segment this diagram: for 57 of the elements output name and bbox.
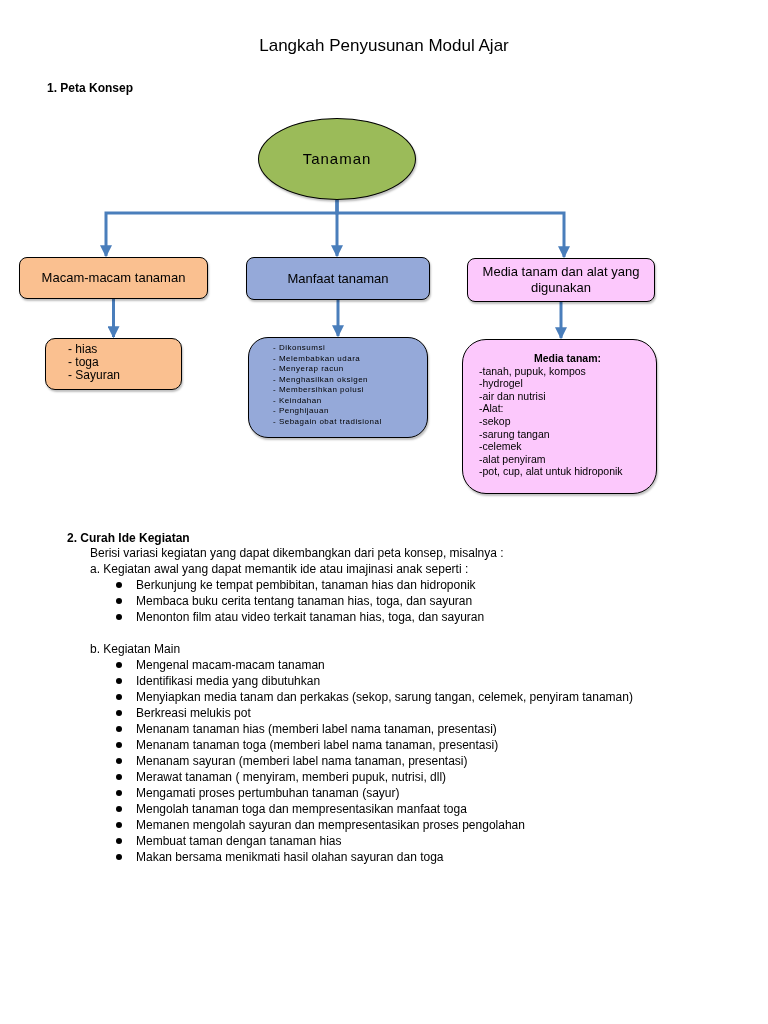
concept-box	[19, 257, 208, 299]
list-item: -sekop	[479, 414, 511, 428]
node-label: Macam-macam tanaman	[41, 270, 186, 286]
list-item: - Membersihkan polusi	[273, 385, 364, 396]
text-line: Makan bersama menikmati hasil olahan sayuran dan toga	[136, 850, 444, 864]
list-item: - Sebagain obat tradisional	[273, 416, 382, 427]
text-line: Mengolah tanaman toga dan mempresentasikan manfaat toga	[136, 802, 467, 816]
list-item: -sarung tangan	[479, 427, 550, 441]
concept-box	[467, 258, 655, 302]
list-item: -hydrogel	[479, 377, 523, 390]
text-line: Berisi variasi kegiatan yang dapat dikembangkan dari peta konsep, misalnya :	[90, 546, 504, 560]
text-line: Menanam sayuran (memberi label nama tanaman, presentasi)	[136, 754, 468, 768]
list-item: -air dan nutrisi	[479, 389, 546, 403]
list-item: - Melembabkan udara	[273, 353, 361, 364]
list-item: - Penghijauan	[273, 406, 329, 417]
node-label: Manfaat tanaman	[287, 270, 389, 287]
list-item: - toga	[68, 356, 99, 369]
arrow	[335, 200, 570, 259]
list-item: - Sayuran	[68, 369, 121, 382]
concept-box	[45, 338, 182, 390]
list-item: -alat penyiram	[479, 452, 546, 466]
list-item: - Keindahan	[273, 395, 322, 406]
text-line: Membuat taman dengan tanaman hias	[136, 834, 342, 848]
node-label: Media tanam dan alat yang digunakan	[481, 264, 641, 296]
concept-box	[462, 339, 657, 494]
text-line: Menanam tanaman hias (memberi label nama tanaman, presentasi)	[136, 722, 497, 736]
text-line: Menyiapkan media tanam dan perkakas (sekop, sarung tangan, celemek, penyiram tanaman)	[136, 690, 633, 704]
list-item: - Dikonsumsi	[273, 343, 326, 354]
list-item: - Menyerap racun	[273, 364, 344, 375]
text-line: Menonton film atau video terkait tanaman hias, toga, dan sayuran	[136, 610, 485, 624]
list-item: -Alat:	[479, 402, 504, 415]
text-line: Identifikasi media yang dibutuhkan	[136, 674, 321, 688]
list-item: -tanah, pupuk, kompos	[479, 364, 586, 378]
concept-box	[246, 257, 430, 300]
text-line: Membaca buku cerita tentang tanaman hias, toga, dan sayuran	[136, 594, 473, 608]
node-label: Tanaman	[302, 151, 372, 167]
list-item: -celemek	[479, 440, 522, 453]
list-item: - Menghasilkan oksigen	[273, 374, 369, 385]
text-line: Berkreasi melukis pot	[136, 706, 251, 720]
concept-box	[248, 337, 428, 438]
text-line: Menanam tanaman toga (memberi label nama tanaman, presentasi)	[136, 738, 499, 752]
text-line: Memanen mengolah sayuran dan mempresentasikan proses pengolahan	[136, 818, 525, 832]
text-line: Berkunjung ke tempat pembibitan, tanaman hias dan hidroponik	[136, 578, 476, 592]
text-line: Merawat tanaman ( menyiram, memberi pupuk, nutrisi, dll)	[136, 770, 447, 784]
arrow	[107, 299, 120, 339]
arrow	[332, 300, 344, 338]
text-line: a. Kegiatan awal yang dapat memantik ide atau imajinasi anak seperti :	[90, 562, 469, 576]
text-line: Mengenal macam-macam tanaman	[136, 658, 325, 672]
section-heading: 1. Peta Konsep	[47, 81, 134, 95]
text-line: b. Kegiatan Main	[90, 642, 181, 656]
text-line: Mengamati proses pertumbuhan tanaman (sayur)	[136, 786, 400, 800]
page-title: Langkah Penyusunan Modul Ajar	[258, 36, 510, 56]
arrow	[555, 302, 567, 340]
list-item: Media tanam:	[533, 352, 602, 365]
list-item: - hias	[68, 343, 98, 356]
list-item: -pot, cup, alat untuk hidroponik	[479, 465, 623, 478]
section-heading: 2. Curah Ide Kegiatan	[67, 531, 190, 545]
